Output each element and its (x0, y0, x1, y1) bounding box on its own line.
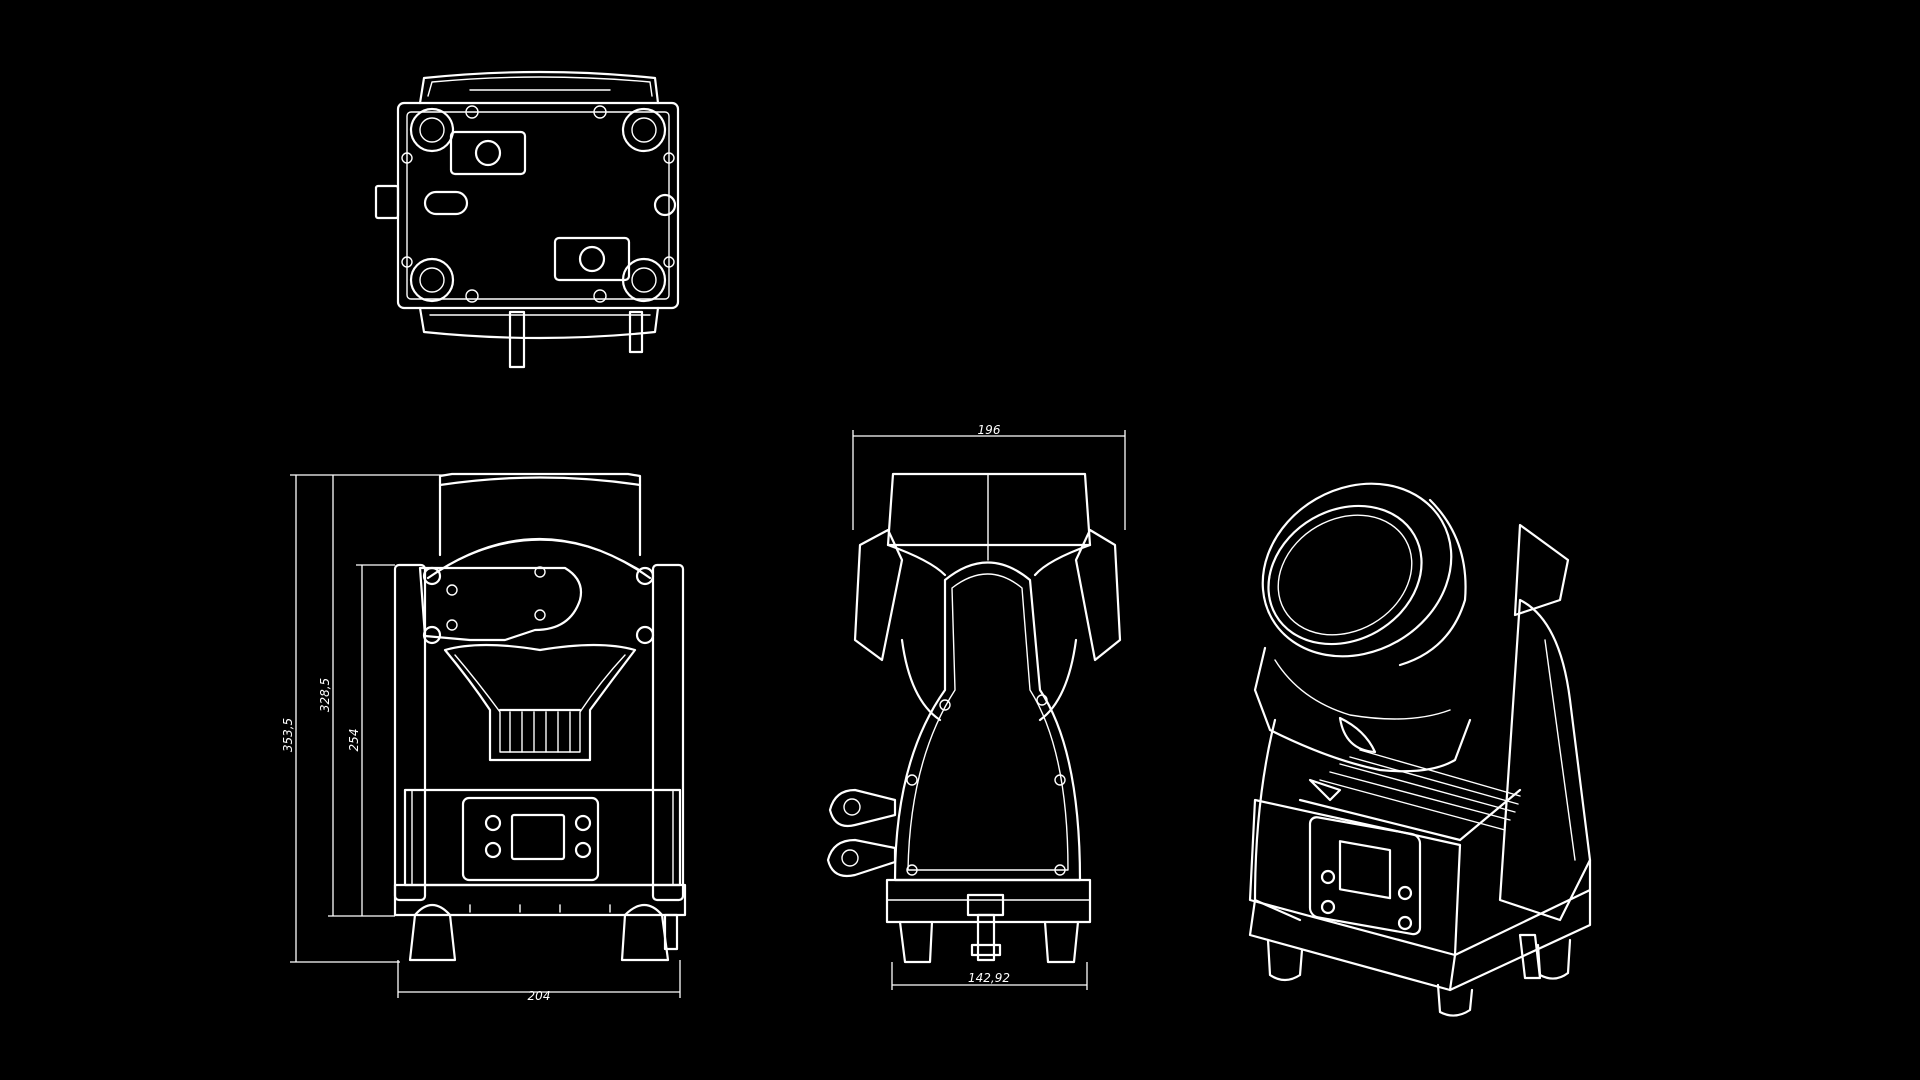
dim-width-front: 204 (528, 989, 551, 1003)
dim-width-side-base: 142,92 (968, 971, 1010, 985)
dim-height-body: 254 (347, 729, 361, 752)
side-view (826, 430, 1126, 990)
dim-height-head: 328,5 (318, 678, 332, 712)
perspective-view (1248, 482, 1592, 1017)
top-view (374, 70, 680, 369)
dim-height-total: 353,5 (281, 718, 295, 752)
dim-width-side-top: 196 (978, 423, 1001, 437)
dimension-labels: 353,5 328,5 254 204 196 142,92 (281, 423, 1010, 1003)
front-view (290, 472, 687, 998)
